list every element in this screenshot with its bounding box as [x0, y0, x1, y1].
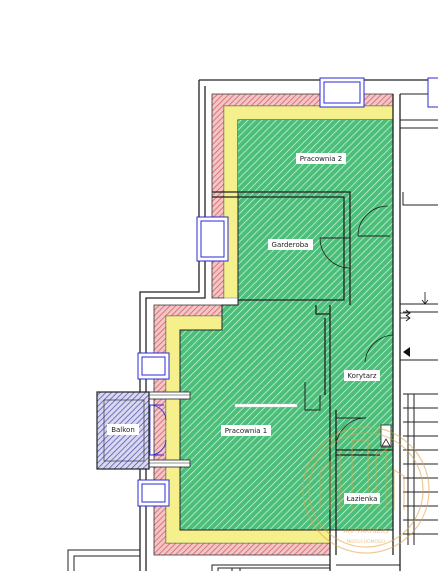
room-label-garderoba: Garderoba — [268, 239, 313, 250]
window-pracownia1-lower — [137, 479, 170, 507]
window-garderoba — [196, 216, 229, 262]
neighbour-bottom-walls — [67, 549, 400, 571]
wall-pracownia1-right — [315, 305, 331, 410]
arrow-right-icon — [400, 309, 411, 322]
svg-text:Korytarz: Korytarz — [347, 372, 376, 380]
room-label-lazienka: Łazienka — [344, 493, 380, 504]
neighbour-walls — [400, 119, 438, 361]
window-pracownia1-upper — [137, 352, 170, 380]
room-label-pracownia2: Pracownia 2 — [296, 153, 346, 164]
arrow-icon — [403, 347, 410, 357]
door-korytarz — [364, 334, 394, 365]
wall-korytarz-right — [392, 94, 401, 571]
arrow-down-icon — [421, 292, 429, 305]
door-pracownia2 — [357, 205, 390, 237]
door-lazienka — [335, 417, 367, 449]
door-balkon — [148, 404, 167, 456]
svg-text:Łazienka: Łazienka — [346, 495, 378, 503]
wall-stub-korytarz — [304, 382, 321, 411]
room-label-balkon: Balkon — [107, 424, 139, 435]
wall-garderoba — [212, 191, 351, 305]
svg-text:Balkon: Balkon — [111, 426, 135, 434]
room-label-pracownia1: Pracownia 1 — [221, 425, 271, 436]
window-top-right-neighbour — [427, 77, 438, 108]
door-garderoba — [319, 237, 351, 269]
svg-text:Garderoba: Garderoba — [272, 241, 309, 249]
svg-text:Pracownia 2: Pracownia 2 — [300, 155, 342, 163]
svg-text:Pracownia 1: Pracownia 1 — [225, 427, 267, 435]
window-top-pracownia2 — [319, 77, 365, 108]
room-label-korytarz: Korytarz — [344, 370, 380, 381]
watermark-logo — [302, 426, 430, 554]
watermark-text-1: AHP PARTNERS — [343, 528, 388, 535]
watermark-text-2: NIERUCHOMOŚCI — [347, 538, 386, 545]
radiator-pracownia1 — [234, 403, 298, 408]
